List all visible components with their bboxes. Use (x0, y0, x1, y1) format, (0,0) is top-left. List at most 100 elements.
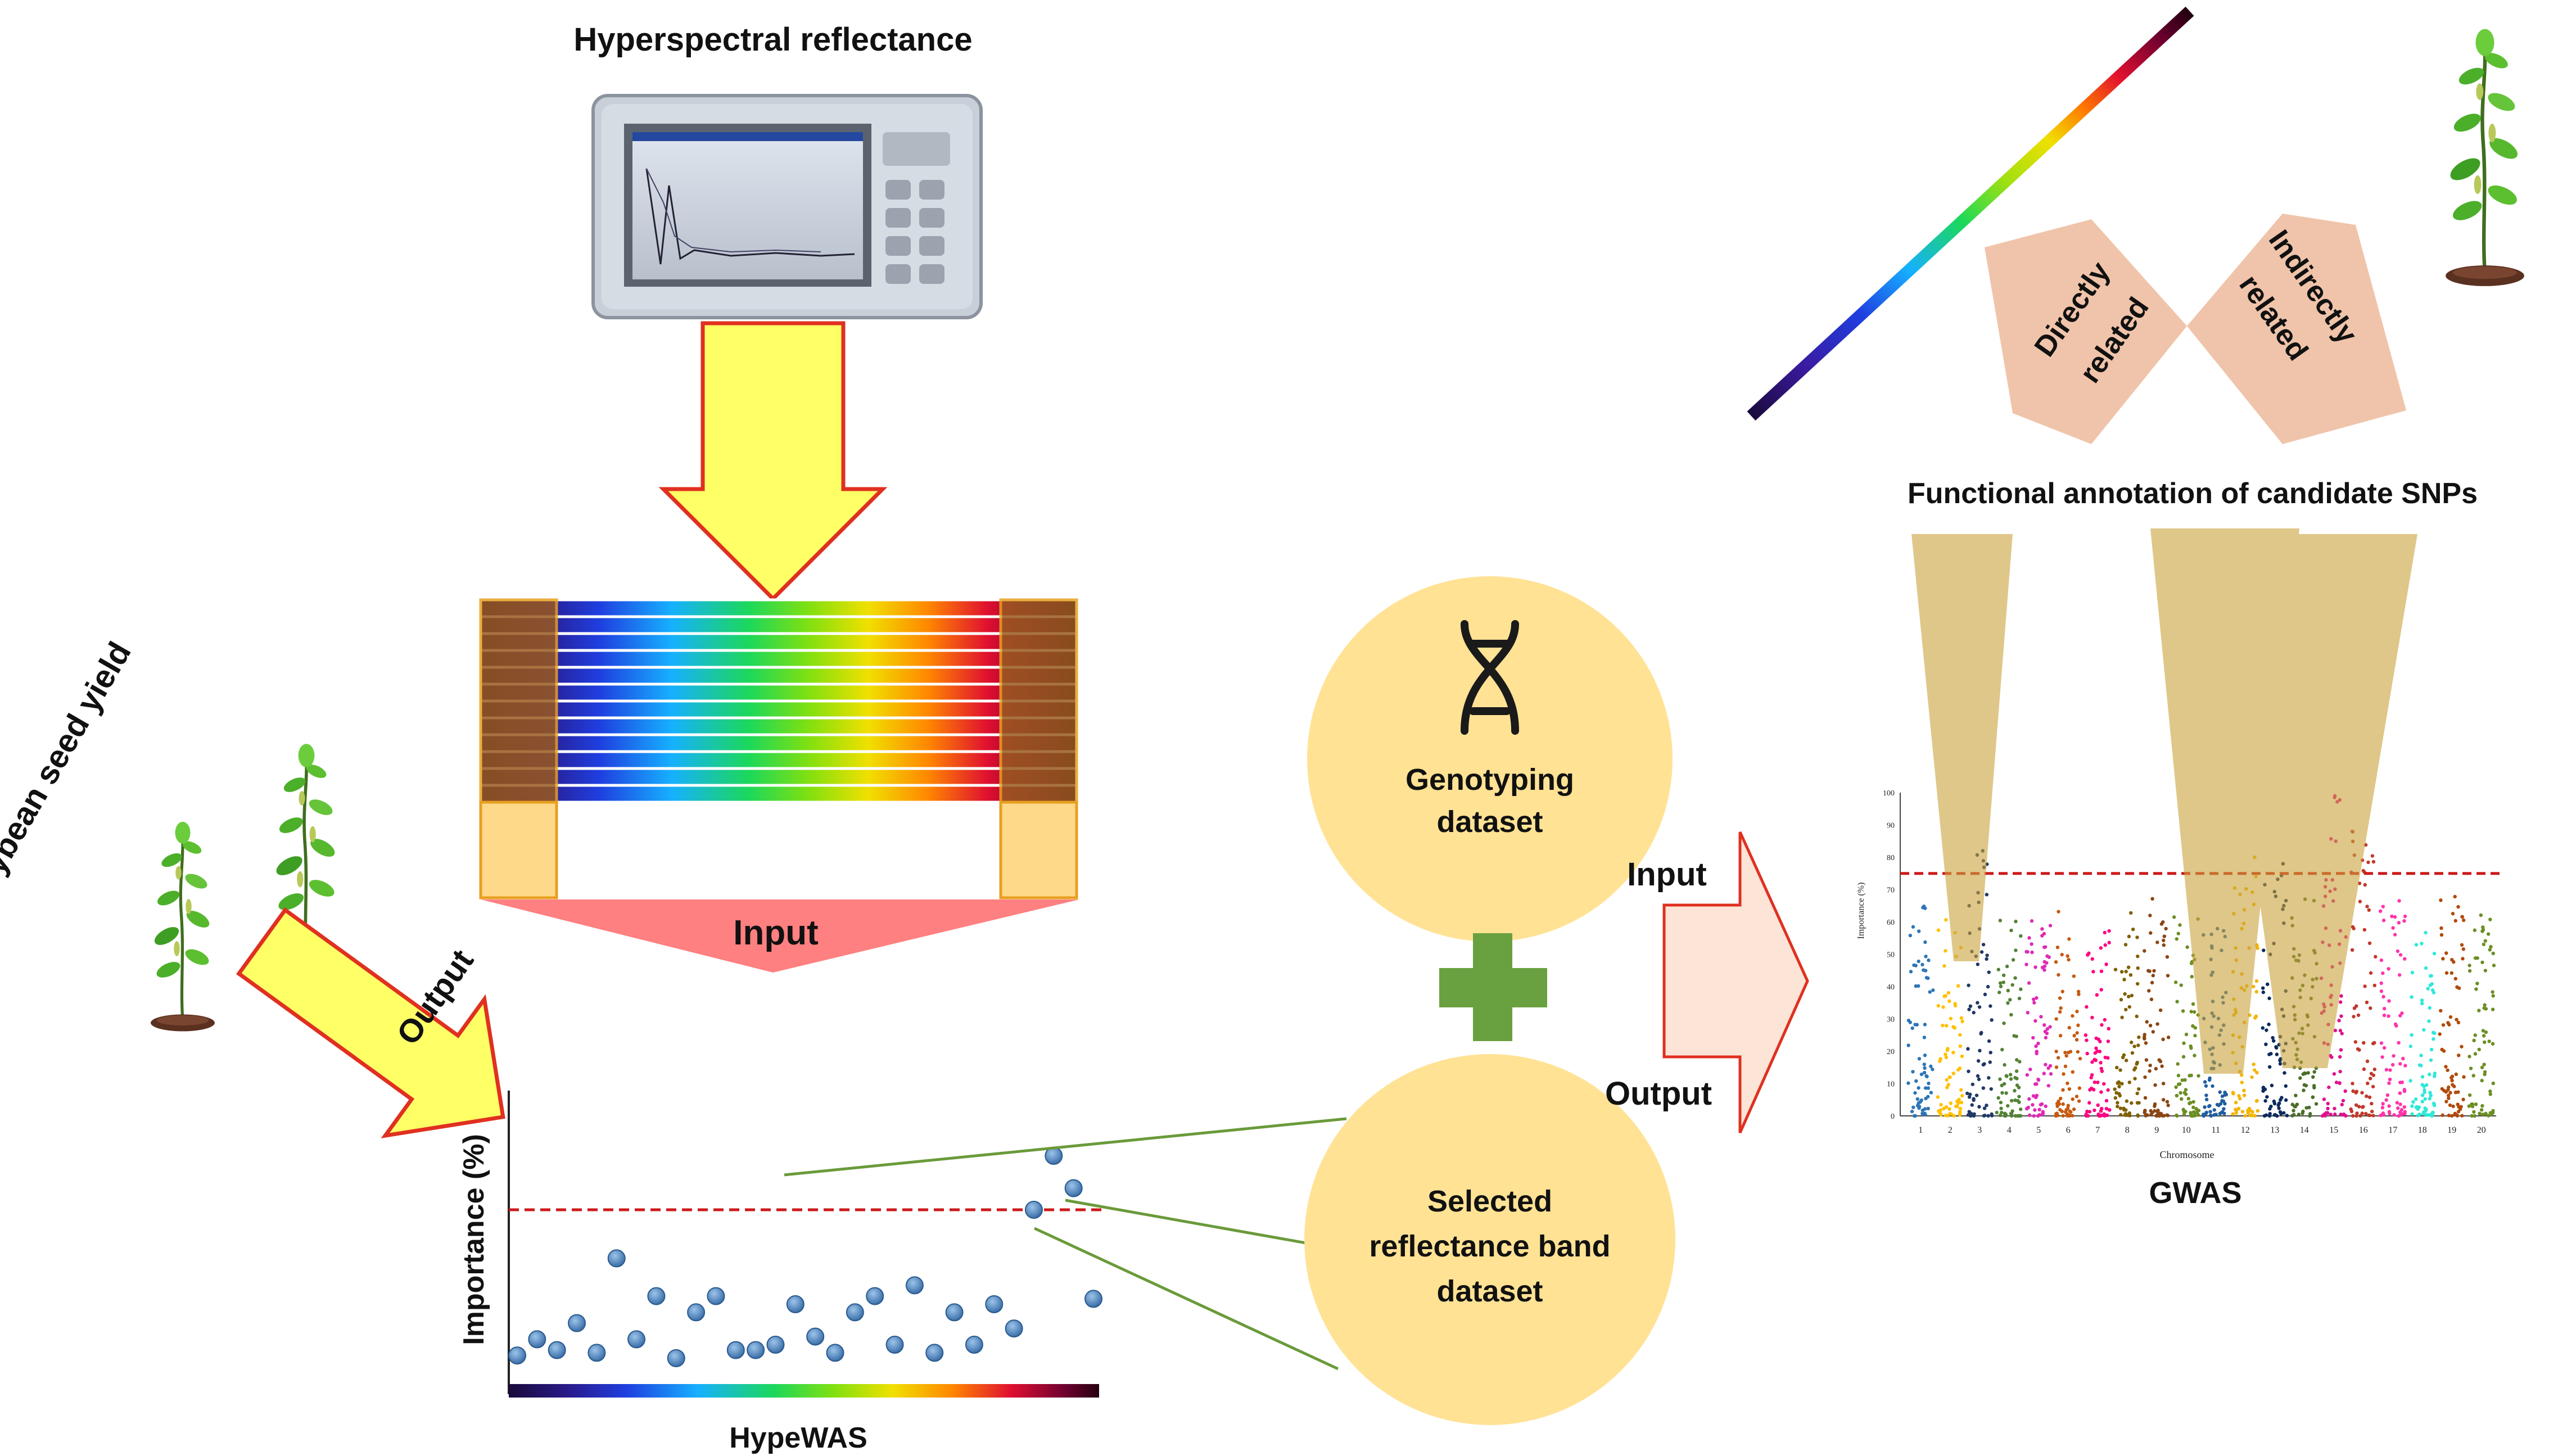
gwas-point (2416, 1107, 2420, 1111)
gwas-point (1911, 925, 1915, 929)
gwas-point (2449, 971, 2454, 975)
gwas-point (2393, 1022, 2398, 1027)
gwas-point (2042, 1023, 2046, 1027)
gwas-point (2268, 1107, 2272, 1111)
gwas-point (2193, 1053, 2197, 1057)
gwas-point (2031, 1103, 2035, 1107)
gwas-point (1914, 1079, 1918, 1083)
gwas-point (2211, 1084, 2214, 1088)
gwas-point (2333, 1106, 2336, 1111)
hypewas-point (985, 1295, 1004, 1313)
gwas-point (2153, 1102, 2157, 1106)
gwas-point (1958, 1044, 1962, 1048)
gwas-point (2180, 1078, 2184, 1082)
gwas-point (2379, 1041, 2384, 1045)
gwas-point (2384, 1068, 2389, 1072)
gwas-point (2297, 1113, 2301, 1116)
gwas-point (2044, 1104, 2048, 1109)
gwas-point (2190, 975, 2194, 979)
gwas-point (1982, 1106, 1987, 1110)
gwas-point (1920, 1111, 1924, 1115)
gwas-point (1995, 1110, 1999, 1115)
gwas-point (2242, 1093, 2247, 1097)
gwas-point (2311, 1095, 2315, 1099)
gwas-point (2387, 1014, 2390, 1018)
gwas-point (2203, 1105, 2207, 1109)
gwas-point (2033, 1019, 2037, 1023)
gwas-point (2467, 964, 2471, 967)
gwas-point (2207, 1104, 2211, 1109)
input-output-arrow-icon (1662, 831, 1809, 1134)
gwas-point (2130, 1101, 2134, 1105)
gwas-point (1936, 1095, 1940, 1099)
gwas-point (2093, 1108, 2096, 1113)
gwas-point (2333, 1112, 2337, 1116)
gwas-point (1923, 1066, 1927, 1070)
gwas-point (2126, 965, 2131, 969)
gwas-point (2003, 1063, 2006, 1067)
hypewas-point (766, 1336, 785, 1354)
gwas-point (2432, 991, 2436, 994)
gwas-point (2491, 990, 2494, 994)
gwas-point (2253, 1114, 2257, 1118)
gwas-point (1944, 949, 1947, 953)
hypewas-point (1064, 1179, 1083, 1197)
gwas-point (2355, 1111, 2359, 1115)
gwas-point (2304, 1083, 2308, 1088)
gwas-point (1979, 1030, 1983, 1035)
gwas-point (2124, 1108, 2128, 1112)
gwas-point (2024, 962, 2028, 966)
gwas-point (2369, 1077, 2372, 1080)
gwas-point (2054, 960, 2058, 964)
gwas-point (2387, 1081, 2391, 1086)
gwas-point (2484, 1112, 2488, 1116)
gwas-point (2118, 1068, 2122, 1072)
gwas-point (1936, 928, 1941, 932)
gwas-point (2057, 1102, 2062, 1106)
gwas-point (2123, 943, 2128, 947)
gwas-point (2166, 1114, 2170, 1118)
gwas-point (2401, 1056, 2405, 1061)
gwas-point (2234, 1111, 2238, 1115)
gwas-point (2106, 1039, 2110, 1043)
gwas-point (2027, 1113, 2032, 1117)
gwas-point (2458, 1107, 2462, 1111)
gwas-point (1911, 1105, 1915, 1109)
gwas-point (2429, 1093, 2433, 1097)
gwas-y-tick: 90 (1887, 822, 1895, 830)
gwas-point (2488, 948, 2492, 952)
gwas-point (2428, 983, 2432, 987)
gwas-point (2474, 1102, 2478, 1106)
gwas-point (2103, 943, 2107, 947)
gwas-point (2238, 1097, 2242, 1101)
gwas-point (2393, 933, 2397, 937)
gwas-point (2428, 1097, 2432, 1101)
gwas-point (2132, 1068, 2136, 1072)
gwas-point (2420, 1093, 2425, 1097)
gwas-point (2042, 932, 2046, 936)
gwas-point (2130, 1051, 2135, 1055)
gwas-point (2044, 1036, 2048, 1040)
gwas-point (2119, 1113, 2123, 1117)
gwas-point (2099, 946, 2103, 950)
gwas-point (2477, 1009, 2481, 1012)
soybean-plant-icon-2 (151, 822, 215, 1032)
gwas-point (2410, 970, 2415, 975)
gwas-point (1926, 1086, 1931, 1090)
gwas-point (2431, 1030, 2435, 1035)
gwas-point (2143, 1075, 2147, 1079)
gwas-point (2484, 1007, 2488, 1011)
gwas-point (2084, 1033, 2088, 1037)
gwas-point (2448, 1015, 2453, 1019)
gwas-point (2096, 1037, 2100, 1041)
gwas-point (2399, 1108, 2404, 1112)
gwas-point (2271, 1036, 2275, 1040)
gwas-point (1981, 1062, 1985, 1067)
hypewas-point (925, 1344, 944, 1362)
gwas-point (2191, 1100, 2195, 1104)
gwas-point (2234, 1107, 2238, 1111)
gwas-point (2116, 1105, 2119, 1109)
gwas-point (2072, 1034, 2076, 1038)
gwas-point (2060, 952, 2064, 957)
gwas-point (2071, 1114, 2075, 1118)
